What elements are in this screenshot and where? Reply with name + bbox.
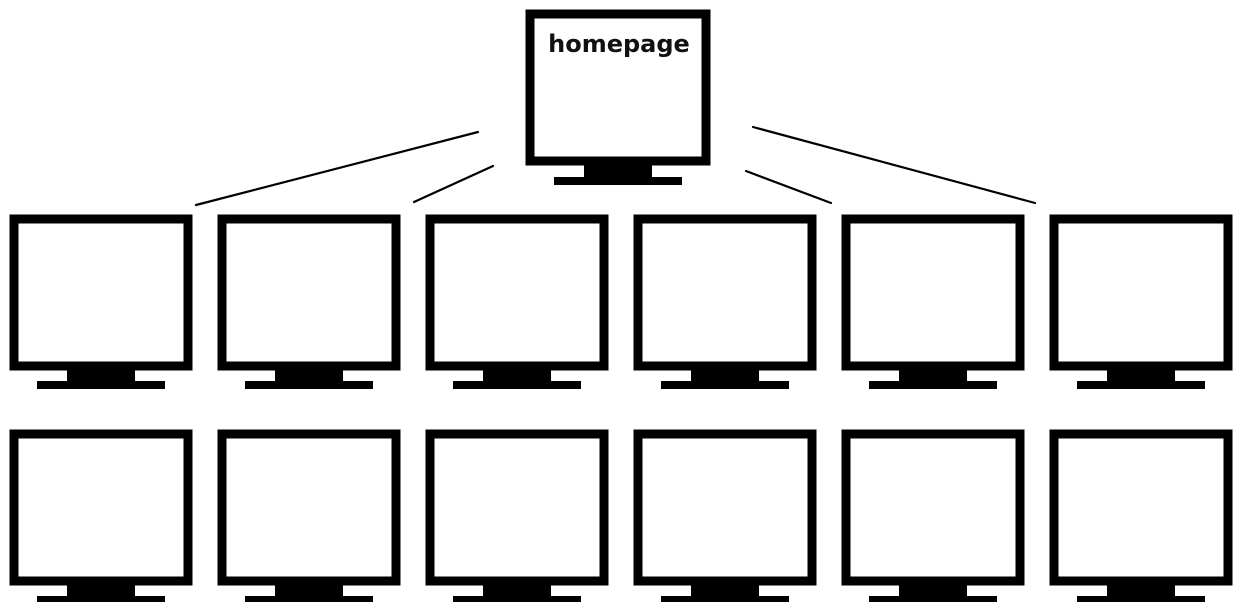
monitor-screen — [841, 429, 1025, 586]
monitor-base — [37, 596, 165, 602]
monitor-base — [453, 596, 581, 602]
monitor-screen — [841, 214, 1025, 371]
monitor-base — [453, 381, 581, 389]
monitor-screen — [425, 214, 609, 371]
monitor-stand — [67, 370, 135, 382]
monitor-stand — [67, 585, 135, 597]
page-monitor-row-2-1 — [9, 429, 193, 602]
page-monitors — [9, 214, 1233, 602]
connector-line-2 — [412, 164, 495, 204]
page-monitor-row-1-4 — [633, 214, 817, 389]
monitor-base — [37, 381, 165, 389]
homepage-base — [554, 177, 682, 185]
monitor-stand — [275, 370, 343, 382]
computer-monitor-icon — [217, 214, 401, 389]
monitor-screen — [633, 214, 817, 371]
monitor-base — [1077, 381, 1205, 389]
page-monitor-row-2-2 — [217, 429, 401, 602]
computer-monitor-icon — [9, 429, 193, 602]
connector-lines — [194, 125, 1037, 207]
monitor-stand — [275, 585, 343, 597]
homepage-monitor: homepage — [525, 9, 711, 185]
monitor-stand — [691, 585, 759, 597]
homepage-screen — [525, 9, 711, 166]
computer-monitor-icon — [9, 214, 193, 389]
computer-monitor-icon — [633, 429, 817, 602]
computer-monitor-icon — [841, 214, 1025, 389]
page-monitor-row-1-6 — [1049, 214, 1233, 389]
monitor-screen — [9, 429, 193, 586]
computer-monitor-icon — [1049, 429, 1233, 602]
page-monitor-row-1-3 — [425, 214, 609, 389]
monitor-screen — [1049, 214, 1233, 371]
monitor-base — [869, 381, 997, 389]
monitor-base — [661, 596, 789, 602]
monitor-screen — [9, 214, 193, 371]
monitor-stand — [899, 370, 967, 382]
homepage-label: homepage — [548, 30, 690, 58]
computer-monitor-icon — [1049, 214, 1233, 389]
page-monitor-row-1-1 — [9, 214, 193, 389]
monitor-base — [245, 596, 373, 602]
connector-line-1 — [194, 130, 480, 207]
page-monitor-row-2-5 — [841, 429, 1025, 602]
monitor-stand — [1107, 370, 1175, 382]
computer-monitor-icon — [525, 9, 711, 185]
page-monitor-row-1-2 — [217, 214, 401, 389]
page-monitor-row-2-6 — [1049, 429, 1233, 602]
page-monitor-row-2-3 — [425, 429, 609, 602]
page-monitor-row-2-4 — [633, 429, 817, 602]
monitor-screen — [633, 429, 817, 586]
homepage-stand — [584, 165, 652, 177]
connector-line-3 — [744, 169, 833, 205]
monitor-screen — [217, 214, 401, 371]
monitor-stand — [483, 585, 551, 597]
computer-monitor-icon — [841, 429, 1025, 602]
monitor-base — [869, 596, 997, 602]
monitor-screen — [425, 429, 609, 586]
monitor-screen — [1049, 429, 1233, 586]
monitor-stand — [899, 585, 967, 597]
monitor-base — [661, 381, 789, 389]
computer-monitor-icon — [425, 214, 609, 389]
monitor-stand — [691, 370, 759, 382]
monitor-stand — [1107, 585, 1175, 597]
monitor-stand — [483, 370, 551, 382]
monitor-base — [245, 381, 373, 389]
computer-monitor-icon — [425, 429, 609, 602]
monitor-screen — [217, 429, 401, 586]
computer-monitor-icon — [633, 214, 817, 389]
page-monitor-row-1-5 — [841, 214, 1025, 389]
monitor-base — [1077, 596, 1205, 602]
connector-line-4 — [751, 125, 1037, 205]
computer-monitor-icon — [217, 429, 401, 602]
